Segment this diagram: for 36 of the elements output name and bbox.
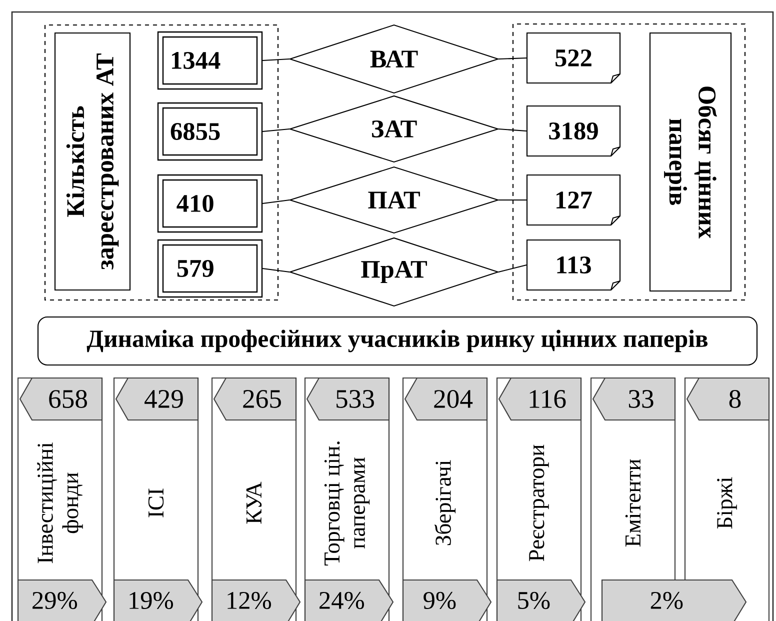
connector-line <box>262 58 290 62</box>
percent-tag: 5% <box>496 579 586 621</box>
percent-tag: 29% <box>17 579 107 621</box>
number-box: 410 <box>157 174 263 233</box>
count-tag: 116 <box>498 377 582 421</box>
percent-tag: 2% <box>601 579 747 621</box>
dashed-group-frame <box>512 23 746 301</box>
count-tag: 533 <box>306 377 390 421</box>
count-tag: 265 <box>213 377 297 421</box>
connector-line <box>498 128 526 132</box>
number-box: 1344 <box>157 31 263 90</box>
title-box: Кількість зареєстрованих АТ <box>54 32 131 291</box>
percent-tag: 9% <box>402 579 492 621</box>
count-tag: 429 <box>115 377 199 421</box>
percent-tag: 19% <box>113 579 203 621</box>
connector-line <box>262 268 290 273</box>
document-box: 522 <box>526 32 621 84</box>
count-tag: 8 <box>686 377 770 421</box>
count-tag: 204 <box>404 377 488 421</box>
connector-line <box>262 128 290 132</box>
dashed-group-frame <box>44 24 279 301</box>
document-box: 113 <box>526 239 621 291</box>
number-box: 579 <box>157 239 263 298</box>
connector-line <box>498 264 527 273</box>
connector-line <box>262 199 290 204</box>
document-box: 127 <box>526 174 621 226</box>
percent-tag: 12% <box>211 579 301 621</box>
count-tag: 658 <box>19 377 103 421</box>
header-box: Динаміка професійних учасників ринку цінних паперів <box>37 316 758 366</box>
number-box: 6855 <box>157 102 263 161</box>
connector-line <box>498 199 526 201</box>
connector-line <box>498 57 526 60</box>
percent-tag: 24% <box>304 579 394 621</box>
count-tag: 33 <box>592 377 676 421</box>
document-box: 3189 <box>526 105 621 157</box>
title-box: Обсяг цінних паперів <box>649 32 732 292</box>
